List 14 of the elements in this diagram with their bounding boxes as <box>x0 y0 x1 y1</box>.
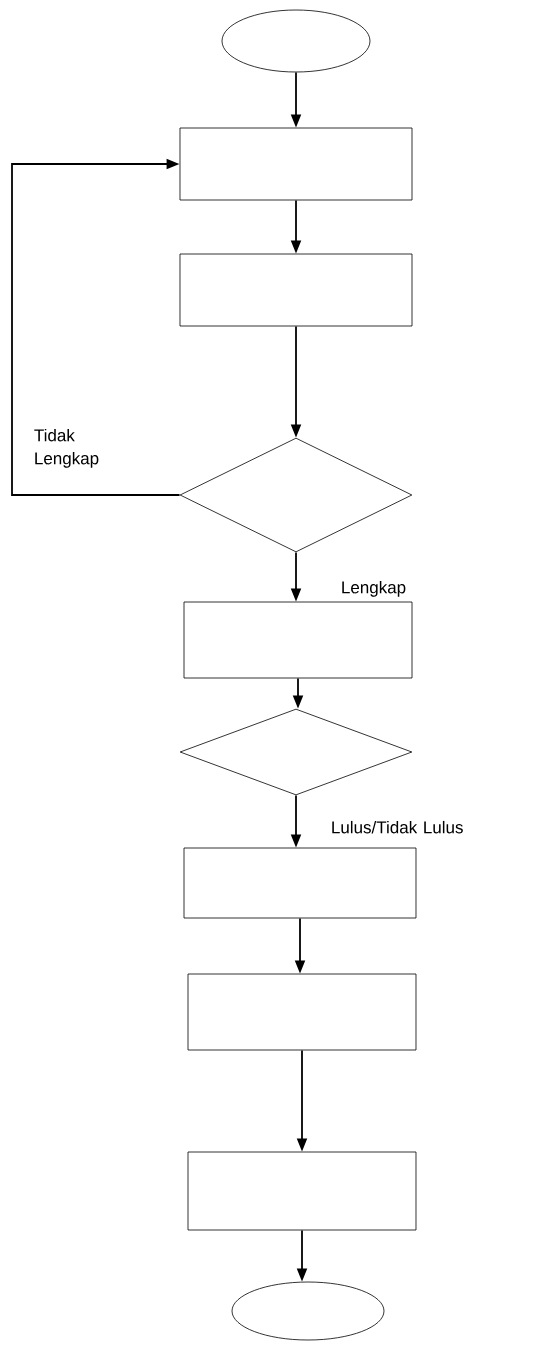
decision-diamond <box>179 437 413 553</box>
edge-label: Tidak Lengkap <box>34 428 99 468</box>
process-box <box>179 127 413 201</box>
ellipse <box>221 9 371 73</box>
process-box <box>179 253 413 327</box>
process-box <box>183 847 417 919</box>
decision-diamond <box>179 708 413 796</box>
arrow <box>11 158 181 496</box>
process-box <box>183 601 413 679</box>
edge-label: Lengkap <box>342 580 406 597</box>
edge-label: Lulus/Tidak Lulus <box>332 820 463 834</box>
process-box <box>187 973 417 1051</box>
ellipse <box>231 1281 385 1341</box>
process-box <box>187 1151 417 1231</box>
